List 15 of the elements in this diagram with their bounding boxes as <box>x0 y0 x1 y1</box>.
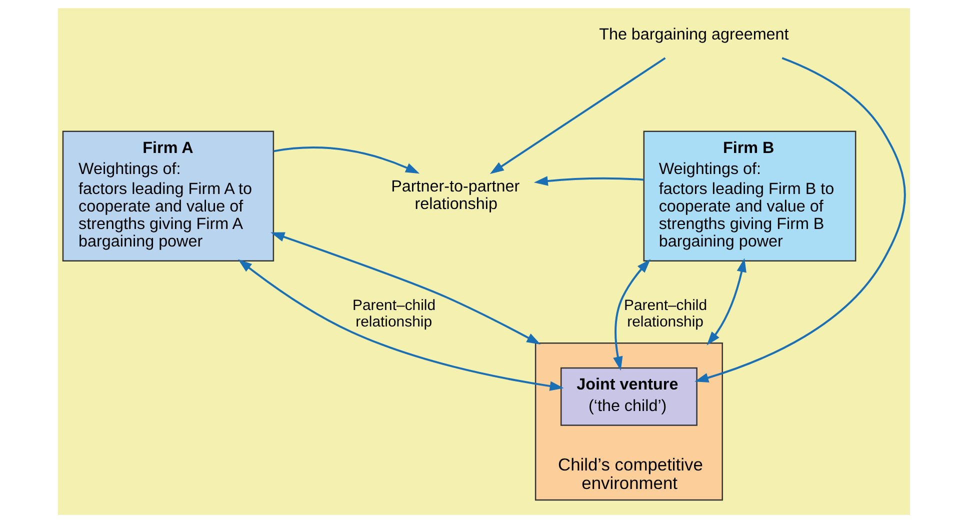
edge-label: Parent–child relationship <box>352 297 436 330</box>
arrow <box>238 259 564 391</box>
node-box: Firm B Weightings of: factors leading Firm B to cooperate and value of strengths giving Firm B bargaining power <box>643 130 856 262</box>
node-text: The bargaining agreement <box>599 26 789 44</box>
arrow <box>613 259 650 371</box>
node-box: Joint venture (‘the child’) <box>560 367 698 426</box>
node-text: Partner-to-partner relationship <box>391 178 520 214</box>
arrow <box>270 232 541 344</box>
node-box: Firm A Weightings of: factors leading Firm A to cooperate and value of strengths giving Firm A bargaining power <box>62 130 274 262</box>
arrow <box>694 57 906 382</box>
arrow <box>534 176 644 186</box>
edge-label: Parent–child relationship <box>624 297 708 330</box>
arrow <box>490 57 666 174</box>
arrow <box>273 146 420 174</box>
arrow <box>706 258 746 346</box>
